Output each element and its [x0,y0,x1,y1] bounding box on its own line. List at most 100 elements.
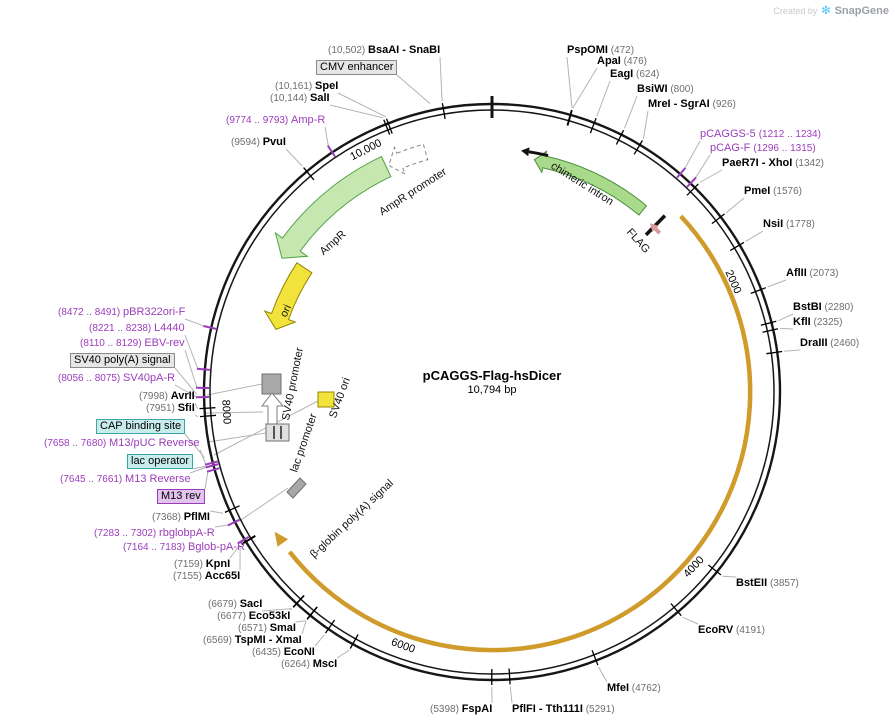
site-fspai[interactable]: (5398) FspAI [430,703,492,716]
site-name-text: M13 Reverse [125,473,191,485]
site-draiii[interactable]: DraIII (2460) [800,337,859,350]
primer-sv40pa-r[interactable]: (8056 .. 8075) SV40pA-R [58,372,175,385]
site-pmei-tick[interactable] [711,213,725,225]
flag-feature-arrow[interactable] [654,227,662,235]
primer-ebv-rev[interactable]: (8110 .. 8129) EBV-rev [80,337,185,350]
site-nsii-tick[interactable] [729,241,745,252]
site-avrii[interactable]: (7998) AvrII [139,390,195,403]
primer-bglob-pa-r[interactable]: (7164 .. 7183) Bglob-pA-R [123,541,245,554]
primer-m13-rev-tick[interactable] [206,467,220,473]
site-paer7i-xhoi[interactable]: PaeR7I - XhoI (1342) [722,157,824,170]
feature-sv40-polya-signal[interactable]: SV40 poly(A) signal [70,353,175,368]
site-acc65i-tick[interactable] [241,535,256,546]
primer-l4440-tick[interactable] [196,367,210,371]
site-sali[interactable]: (10,144) SalI [270,92,330,105]
site-pspomi[interactable]: PspOMI (472) [567,44,634,57]
site-smai-tick[interactable] [306,606,318,620]
site-pflfi-tth111i[interactable]: PflFI - Tth111I (5291) [512,703,615,716]
site-ecorv-tick[interactable] [670,603,682,617]
site-econi[interactable]: (6435) EcoNI [252,646,315,659]
site-mrei-sgrai-tick[interactable] [633,140,643,155]
leader-lines [174,56,801,704]
primer-amp-r[interactable]: (9774 .. 9793) Amp-R [226,114,325,127]
site-kpni-tick[interactable] [241,535,256,545]
primer-pbr322ori-f[interactable]: (8472 .. 8491) pBR322ori-F [58,306,185,319]
site-msci-tick[interactable] [349,634,359,649]
site-bstbi[interactable]: BstBI (2280) [793,301,853,314]
site-ecorv[interactable]: EcoRV (4191) [698,624,765,637]
site-pmei[interactable]: PmeI (1576) [744,185,802,198]
site-bsiwi[interactable]: BsiWI (800) [637,83,694,96]
site-aflii[interactable]: AflII (2073) [786,267,838,280]
primer-rbglobpa-r-tick[interactable] [227,518,240,527]
site-avrii-tick[interactable] [199,407,216,410]
site-sfii-tick[interactable] [199,414,217,418]
site-saci[interactable]: (6679) SacI [208,598,262,611]
chimeric-intron-arrow[interactable] [533,150,648,216]
site-pflmi[interactable]: (7368) PflMI [152,511,210,524]
site-eagi[interactable]: EagI (624) [610,68,659,81]
site-spei-tick[interactable] [385,118,393,134]
site-paer7i-xhoi-tick[interactable] [686,183,699,196]
feature-cmv-enhancer[interactable]: CMV enhancer [316,60,398,75]
lac-promoter-glyph[interactable] [265,423,290,442]
site-kfli[interactable]: KflI (2325) [793,316,842,329]
site-bsaai-snabi[interactable]: (10,502) BsaAI - SnaBI [328,44,440,57]
ampr-promoter-arrow[interactable] [388,143,429,176]
site-bsteii-tick[interactable] [707,564,722,576]
site-saci-tick[interactable] [292,594,305,608]
primer-m13-reverse[interactable]: (7645 .. 7661) M13 Reverse [60,473,190,486]
site-kpni[interactable]: (7159) KpnI [174,558,230,571]
site-eagi-tick[interactable] [589,117,597,134]
site-aflii-tick[interactable] [750,287,767,295]
primer-bglob-pa-r-tick[interactable] [237,535,250,545]
primer-m13-reverse-tick[interactable] [205,463,219,469]
site-kfli-tick[interactable] [762,328,779,333]
site-sfii[interactable]: (7951) SfiI [146,402,195,415]
site-apai[interactable]: ApaI (476) [597,55,647,68]
primer-m13-puc-reverse-tick[interactable] [204,460,218,466]
primer-m13-puc-reverse[interactable]: (7658 .. 7680) M13/pUC Reverse [44,437,200,450]
primer-pcaggs-5[interactable]: pCAGGS-5 (1212 .. 1234) [700,128,821,141]
site-pvui-tick[interactable] [303,167,315,181]
ampr-arrow[interactable] [274,155,392,259]
site-pflmi-tick[interactable] [224,505,240,513]
site-mfei-tick[interactable] [591,650,599,666]
site-bsteii[interactable]: BstEII (3857) [736,577,799,590]
primer-m13-rev[interactable]: M13 rev [157,489,205,504]
site-pflfi-tth111i-tick[interactable] [508,668,511,685]
site-pvui[interactable]: (9594) PvuI [231,136,286,149]
primer-pbr322ori-f-tick[interactable] [203,325,217,330]
intron-start-mark[interactable] [528,150,549,158]
site-name-text: KflI [793,316,811,328]
site-sali-tick[interactable] [383,119,391,135]
site-bsiwi-tick[interactable] [615,129,625,145]
site-econi-tick[interactable] [324,619,336,634]
site-msci[interactable]: (6264) MscI [281,658,337,671]
ori-arrow[interactable] [263,262,313,331]
site-tspmi-xmai[interactable]: (6569) TspMI - XmaI [203,634,302,647]
site-draiii-tick[interactable] [766,350,783,355]
sv40-ori-glyph[interactable] [317,391,335,408]
site-bsaai-snabi-tick[interactable] [441,103,446,120]
primer-l4440[interactable]: (8221 .. 8238) L4440 [89,322,185,335]
bglobin-polya-glyph[interactable] [286,477,307,499]
primer-pcaggs-5-tick[interactable] [676,167,687,179]
primer-amp-r-tick[interactable] [326,145,336,158]
site-spei[interactable]: (10,161) SpeI [275,80,338,93]
site-mrei-sgrai[interactable]: MreI - SgrAI (926) [648,98,736,111]
feature-cap-binding-site[interactable]: CAP binding site [96,419,186,434]
primer-pcag-f[interactable]: pCAG-F (1296 .. 1315) [710,142,816,155]
site-bstbi-tick[interactable] [760,320,777,326]
feature-lac-operator[interactable]: lac operator [127,454,194,469]
site-acc65i[interactable]: (7155) Acc65I [173,570,240,583]
sv40-promoter-glyph[interactable] [261,373,282,395]
site-apai-tick[interactable] [567,110,573,126]
site-mfei[interactable]: MfeI (4762) [607,682,661,695]
primer-pcag-f-tick[interactable] [686,176,697,188]
site-eco53ki[interactable]: (6677) Eco53kI [217,610,290,623]
site-smai[interactable]: (6571) SmaI [238,622,296,635]
primer-rbglobpa-r[interactable]: (7283 .. 7302) rbglobpA-R [94,527,215,540]
site-nsii[interactable]: NsiI (1778) [763,218,815,231]
hsdicer-cds-arc[interactable] [274,214,753,653]
